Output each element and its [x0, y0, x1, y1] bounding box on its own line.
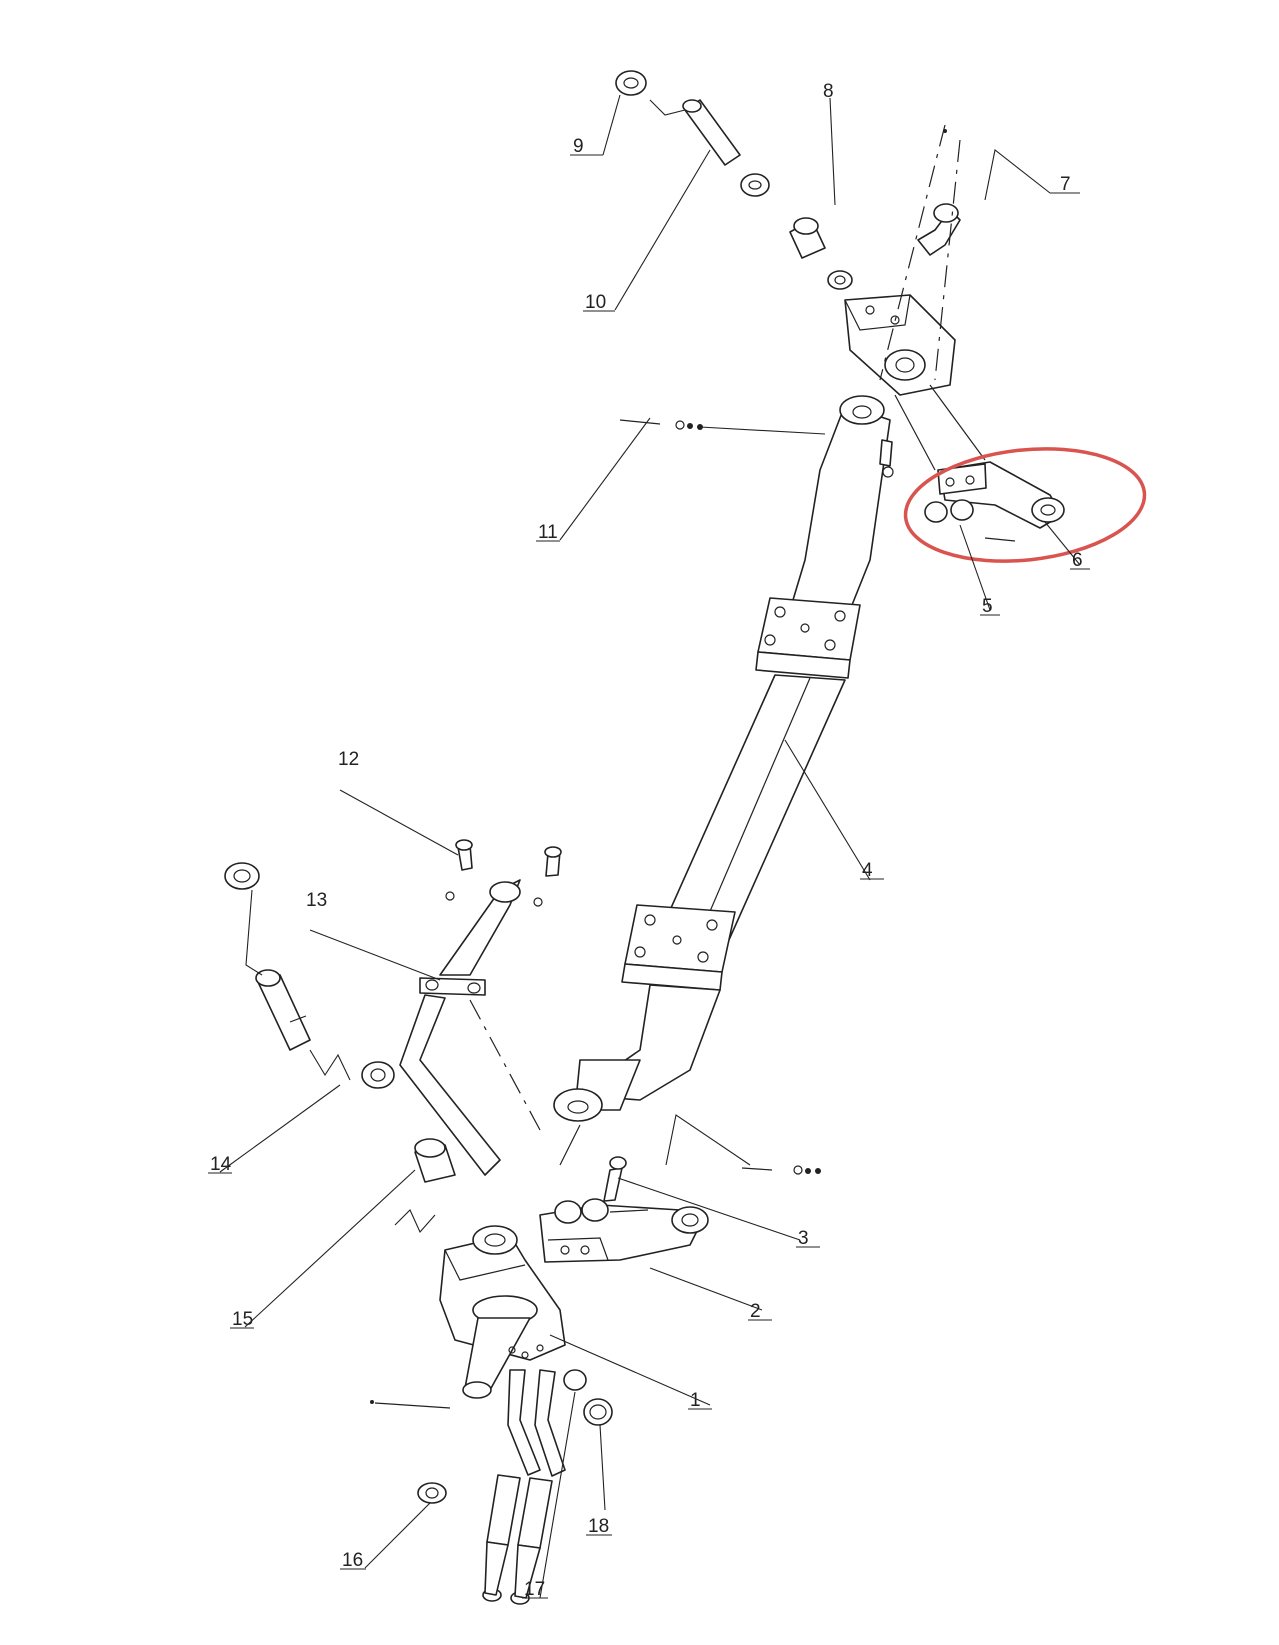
callout-5: 5	[982, 596, 993, 617]
callout-9: 9	[573, 136, 584, 157]
callout-4: 4	[862, 860, 873, 881]
callout-10: 10	[585, 292, 606, 313]
nut-5a	[924, 501, 948, 523]
upper-steering-arm	[894, 384, 1065, 542]
callout-2: 2	[750, 1301, 761, 1322]
front-axle-beam	[553, 395, 891, 1166]
washer-9	[615, 70, 647, 96]
nut-5b	[950, 499, 974, 521]
callout-17: 17	[524, 1579, 545, 1600]
callout-18: 18	[588, 1516, 609, 1537]
callout-14: 14	[210, 1154, 232, 1175]
pin-11	[619, 419, 894, 478]
leader-lines	[219, 94, 1081, 1599]
highlight-circle	[903, 447, 1147, 563]
lower-left-assembly	[224, 839, 562, 1183]
lower-knuckle-assembly	[370, 1198, 709, 1605]
callout-12: 12	[338, 749, 359, 770]
upper-knuckle-assembly	[615, 70, 961, 396]
callout-13: 13	[306, 890, 327, 911]
callout-3: 3	[798, 1228, 809, 1249]
callout-7: 7	[1060, 174, 1071, 195]
callout-1: 1	[690, 1390, 701, 1411]
callout-16: 16	[342, 1550, 363, 1571]
callout-labels: 1 2 3 4 5 6 7 8 9 10 11 12 13 14 15 16 1…	[208, 81, 1090, 1600]
callout-6: 6	[1072, 550, 1083, 571]
callout-11: 11	[538, 522, 558, 543]
callout-15: 15	[232, 1309, 253, 1330]
lower-pin	[603, 1156, 821, 1202]
callout-8: 8	[823, 81, 834, 102]
